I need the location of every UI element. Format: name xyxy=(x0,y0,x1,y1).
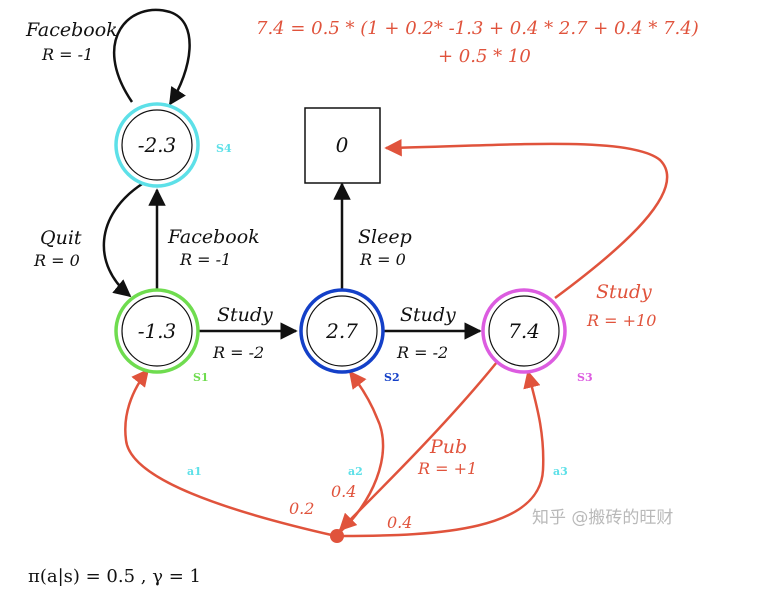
pub-to-s1-arrow xyxy=(124,368,337,538)
probability-to-s2: 0.4 xyxy=(331,482,356,501)
facebook-loop-action-label: Facebook xyxy=(25,19,118,41)
study-s1-action-label: Study xyxy=(217,304,273,326)
pub-to-s3-arrow xyxy=(341,370,545,538)
quit-action-label: Quit xyxy=(40,227,82,249)
state-s2-value: 2.7 xyxy=(325,319,358,343)
arrow-tag-a3: a3 xyxy=(553,465,568,478)
pub-reward-label: R = +1 xyxy=(417,459,477,478)
quit-arrow xyxy=(102,182,143,298)
bellman-formula-line1: 7.4 = 0.5 * (1 + 0.2* -1.3 + 0.4 * 2.7 +… xyxy=(256,18,699,39)
state-s3: 7.4 xyxy=(481,288,567,374)
quit-reward-label: R = 0 xyxy=(33,251,80,270)
facebook-loop-reward-label: R = -1 xyxy=(41,45,93,64)
probability-to-s3: 0.4 xyxy=(387,513,412,532)
study-s2-reward-label: R = -2 xyxy=(396,343,448,362)
state-s1-tag: S1 xyxy=(193,371,209,384)
study-s3-terminal-arrow xyxy=(384,138,669,300)
policy-footer: π(a|s) = 0.5 , γ = 1 xyxy=(28,566,201,587)
terminal-box xyxy=(304,107,381,184)
sleep-reward-label: R = 0 xyxy=(359,250,406,269)
bellman-formula-line2: + 0.5 * 10 xyxy=(438,46,531,67)
state-s1-inner xyxy=(121,295,193,367)
state-s3-tag: S3 xyxy=(577,371,593,384)
state-s4: -2.3 xyxy=(114,102,200,188)
state-s2-inner xyxy=(306,295,378,367)
facebook-loop-arrow xyxy=(112,8,191,106)
state-s2: 2.7 xyxy=(299,288,385,374)
terminal-value: 0 xyxy=(336,133,349,157)
state-s1-value: -1.3 xyxy=(138,319,177,343)
pub-to-s2-arrow xyxy=(339,370,385,533)
study-s2-action-label: Study xyxy=(400,304,456,326)
pub-action-label: Pub xyxy=(429,436,467,458)
arrow-tag-a2: a2 xyxy=(348,465,363,478)
state-s3-value: 7.4 xyxy=(508,319,540,343)
sleep-action-label: Sleep xyxy=(358,226,412,248)
study-s3-action-label: Study xyxy=(596,281,652,303)
study-s3-reward-label: R = +10 xyxy=(586,311,656,330)
state-s1: -1.3 xyxy=(114,288,200,374)
state-s4-tag: S4 xyxy=(216,142,232,155)
probability-to-s1: 0.2 xyxy=(289,499,314,518)
state-s2-tag: S2 xyxy=(384,371,400,384)
terminal-state: 0 xyxy=(304,107,381,184)
watermark: 知乎 @搬砖的旺财 xyxy=(532,508,673,528)
study-s1-reward-label: R = -2 xyxy=(212,343,264,362)
facebook-reward-label: R = -1 xyxy=(179,250,231,269)
facebook-action-label: Facebook xyxy=(167,226,260,248)
state-s4-inner xyxy=(121,109,193,181)
state-s4-value: -2.3 xyxy=(138,133,177,157)
pub-chance-node xyxy=(330,529,344,543)
arrow-tag-a1: a1 xyxy=(187,465,202,478)
state-s3-inner xyxy=(488,295,560,367)
